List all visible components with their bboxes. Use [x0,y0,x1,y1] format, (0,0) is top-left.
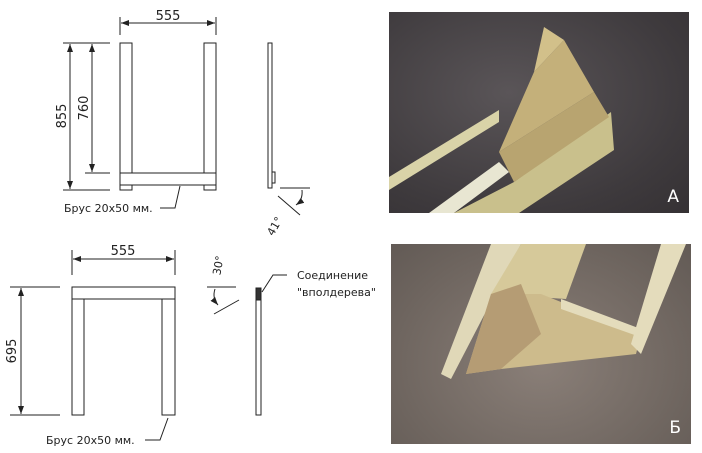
bottom-angle-dim: 30° [210,255,226,276]
photo-joint-b: Б [391,244,691,444]
photo-b-illustration [441,244,686,379]
top-height-total-dim: 855 [55,104,70,129]
bottom-frame-drawing [10,250,287,441]
photo-a-illustration [389,27,614,213]
photo-a-label: А [667,187,679,207]
photo-b-label: Б [669,418,681,438]
bottom-height-dim: 695 [5,339,20,364]
top-width-dim: 555 [156,9,181,24]
bottom-material-label: Брус 20х50 мм. [46,434,135,447]
joint-label-line2: "вполдерева" [297,286,376,299]
top-frame-drawing [63,17,310,216]
top-material-label: Брус 20х50 мм. [64,202,153,215]
top-angle-dim: 41° [264,215,285,238]
bottom-width-dim: 555 [111,244,136,259]
top-height-inner-dim: 760 [77,96,92,121]
photo-joint-a: А [389,12,689,213]
joint-label-line1: Соединение [297,269,368,282]
